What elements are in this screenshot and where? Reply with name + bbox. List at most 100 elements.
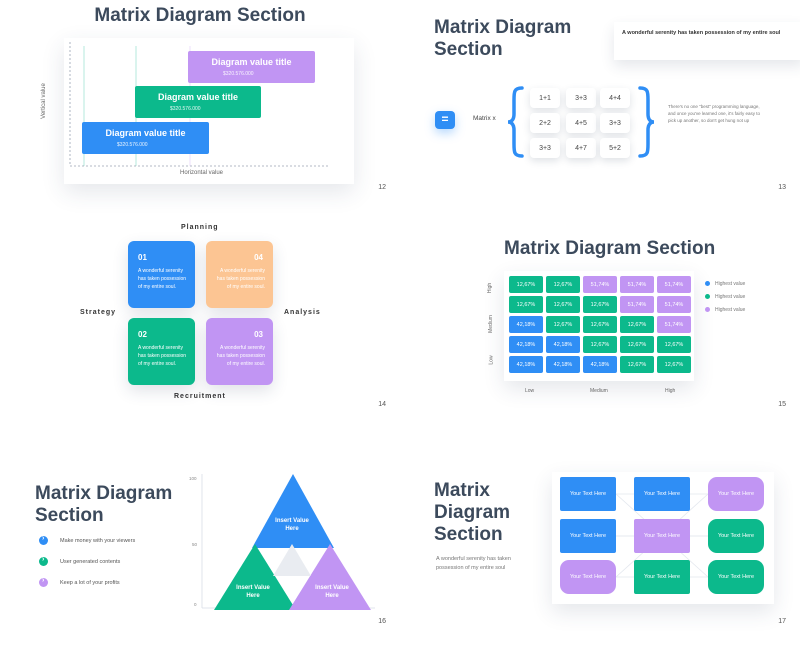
bullet-text: Keep a lot of your profits (60, 579, 120, 586)
right-brace-icon (638, 86, 655, 158)
page-number: 12 (378, 184, 386, 191)
heatmap-cell: 12,67% (546, 296, 580, 313)
description-text: There's no one "best" programming langua… (668, 104, 761, 123)
page-number: 14 (378, 401, 386, 408)
slide-title: Matrix Diagram Section (434, 17, 572, 60)
slide-13[interactable]: Matrix Diagram Section A wonderful seren… (400, 0, 800, 217)
heatmap-cell: 51,74% (620, 276, 654, 293)
text-box[interactable]: Your Text Here (634, 560, 690, 594)
quote-text: A wonderful serenity has taken possessio… (622, 30, 781, 36)
heatmap-cell: 12,67% (583, 296, 617, 313)
heatmap-cell: 42,18% (509, 336, 543, 353)
triangle-right (289, 544, 371, 610)
heatmap-cell: 12,67% (657, 356, 691, 373)
text-box[interactable]: Your Text Here (708, 560, 764, 594)
quadrant-02[interactable]: 02 A wonderful serenity has taken posses… (128, 318, 195, 385)
heatmap-cell: 12,67% (509, 276, 543, 293)
text-box[interactable]: Your Text Here (634, 477, 690, 511)
legend-item: Highest value (705, 281, 745, 287)
heatmap-cell: 12,67% (620, 336, 654, 353)
bullet-item: User generated contents (39, 556, 120, 566)
y-label-high: High (487, 282, 494, 294)
chevron-right-icon (39, 535, 48, 545)
legend-item: Highest value (705, 294, 745, 300)
triangle-right-label: Insert Value Here (315, 585, 349, 599)
quadrant-04[interactable]: 04 A wonderful serenity has taken posses… (206, 241, 273, 308)
quadrant-01[interactable]: 01 A wonderful serenity has taken posses… (128, 241, 195, 308)
legend-dot (705, 294, 710, 300)
bar-middle[interactable]: Diagram value title $320.576.000 (135, 86, 261, 118)
heatmap-cell: 51,74% (657, 316, 691, 333)
legend-dot (705, 307, 710, 313)
slide-title: Matrix Diagram Section (434, 480, 511, 545)
y-label-medium: Medium (487, 315, 494, 333)
x-label-low: Low (525, 388, 535, 394)
slide-12[interactable]: Matrix Diagram Section Vertical value Ho… (0, 0, 400, 217)
text-box[interactable]: Your Text Here (634, 519, 690, 553)
quote-box (614, 22, 800, 60)
quadrant-number: 03 (254, 330, 263, 339)
heatmap-cell: 42,18% (546, 336, 580, 353)
triangle-diagram (201, 474, 375, 610)
bar-title: Diagram value title (157, 92, 239, 102)
quadrant-text: A wonderful serenity has taken possessio… (138, 345, 187, 367)
slide-17[interactable]: Matrix Diagram Section A wonderful seren… (400, 434, 800, 651)
number-01: 01 (266, 548, 278, 559)
label-analysis: Analysis (284, 309, 321, 316)
slide-title: Matrix Diagram Section (94, 5, 306, 26)
heatmap-cell: 42,18% (583, 356, 617, 373)
text-box[interactable]: Your Text Here (708, 477, 764, 511)
quadrant-text: A wonderful serenity has taken possessio… (216, 345, 265, 367)
triangle-top-label: Insert Value Here (275, 518, 309, 532)
page-number: 13 (778, 184, 786, 191)
heatmap-cell: 51,74% (657, 276, 691, 293)
axis-tick: 100 (189, 476, 197, 481)
heatmap-cell: 12,67% (546, 316, 580, 333)
matrix-cell: 1+1 (530, 88, 560, 108)
triangle-left (214, 544, 296, 610)
label-planning: Planning (181, 224, 219, 231)
slide-15[interactable]: Matrix Diagram Section 12,67%12,67%51,74… (400, 217, 800, 434)
quadrant-number: 04 (254, 253, 263, 262)
heatmap-cell: 12,67% (657, 336, 691, 353)
heatmap-cell: 42,18% (546, 356, 580, 373)
text-box[interactable]: Your Text Here (560, 477, 616, 511)
text-box[interactable]: Your Text Here (560, 519, 616, 553)
bullet-text: Make money with your viewers (60, 537, 136, 544)
slide-16[interactable]: Matrix Diagram Section Make money with y… (0, 434, 400, 651)
y-label-low: Low (488, 355, 495, 365)
bar-bottom[interactable]: Diagram value title $320.576.000 (82, 122, 209, 154)
legend-label: Highest value (715, 307, 746, 313)
heatmap-cell: 12,67% (583, 316, 617, 333)
heatmap-cell: 12,67% (546, 276, 580, 293)
matrix-label: Matrix x (473, 115, 496, 122)
bullet-item: Keep a lot of your profits (39, 577, 120, 587)
matrix-cell: 2+2 (530, 113, 560, 133)
x-label-medium: Medium (590, 388, 608, 394)
bar-title: Diagram value title (105, 128, 186, 138)
bar-top[interactable]: Diagram value title $320.576.000 (188, 51, 315, 83)
legend-label: Highest value (715, 294, 746, 300)
triangle-top (252, 474, 334, 548)
text-box[interactable]: Your Text Here (708, 519, 764, 553)
slide-14[interactable]: Planning Strategy Analysis Recruitment 0… (0, 217, 400, 434)
quadrant-03[interactable]: 03 A wonderful serenity has taken posses… (206, 318, 273, 385)
heatmap-cell: 51,74% (657, 296, 691, 313)
text-box[interactable]: Your Text Here (560, 560, 616, 594)
equals-button[interactable]: = (435, 111, 455, 129)
matrix-cell: 5+2 (600, 138, 630, 158)
triangle-left-label: Insert Value Here (236, 585, 270, 599)
quadrant-text: A wonderful serenity has taken possessio… (216, 268, 265, 290)
heatmap-cell: 12,67% (620, 356, 654, 373)
heatmap-cell: 12,67% (509, 296, 543, 313)
bar-title: Diagram value title (211, 57, 292, 67)
matrix-cell: 4+5 (566, 113, 596, 133)
chevron-right-icon (39, 556, 48, 566)
bar-value: $320.576.000 (223, 71, 254, 77)
legend-label: Highest value (715, 281, 746, 287)
matrix-cell: 4+7 (566, 138, 596, 158)
heatmap-cell: 51,74% (620, 296, 654, 313)
horizontal-axis-label: Horizontal value (180, 170, 224, 176)
left-brace-icon (507, 86, 524, 158)
heatmap-cell: 12,67% (620, 316, 654, 333)
